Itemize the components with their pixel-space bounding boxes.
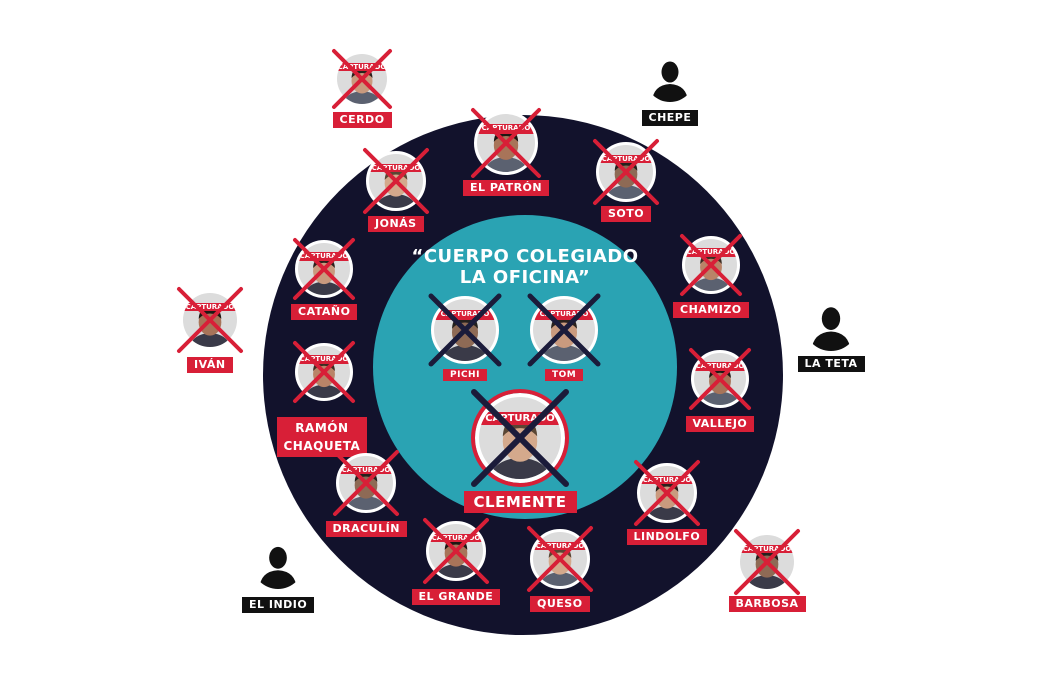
member-name-label: JONÁS [368, 216, 424, 232]
avatar [642, 49, 698, 105]
avatar: CAPTURADO [336, 453, 396, 513]
inner-circle-title: “CUERPO COLEGIADO LA OFICINA” [390, 246, 660, 288]
member-name-label: IVÁN [187, 357, 233, 373]
captured-tag: CAPTURADO [740, 544, 794, 554]
avatar [249, 534, 307, 592]
portrait-icon [533, 299, 595, 361]
avatar: CAPTURADO [431, 296, 499, 364]
portrait-icon [599, 145, 653, 199]
member-name-label: EL INDIO [242, 597, 315, 613]
captured-tag: CAPTURADO [434, 310, 496, 321]
member-name-label: DRACULÍN [325, 521, 407, 537]
member-name-label: TOM [545, 369, 584, 381]
member-name-label: LINDOLFO [626, 529, 708, 545]
avatar: CAPTURADO [530, 529, 590, 589]
member-name-line-1: RAMÓN [295, 421, 349, 435]
member-name-label: QUESO [530, 596, 590, 612]
silhouette-icon [259, 546, 297, 589]
portrait-icon [434, 299, 496, 361]
avatar: CAPTURADO [637, 463, 697, 523]
portrait-icon [298, 243, 350, 295]
captured-tag: CAPTURADO [183, 302, 237, 312]
portrait-icon [337, 54, 387, 104]
member-name-label: PICHI [443, 369, 487, 381]
captured-tag: CAPTURADO [599, 154, 653, 164]
captured-tag: CAPTURADO [533, 541, 587, 551]
member-name-label: CATAÑO [291, 304, 358, 320]
member-name-label: RAMÓN CHAQUETA [276, 417, 368, 457]
captured-tag: CAPTURADO [694, 362, 746, 371]
avatar: CAPTURADO [530, 296, 598, 364]
portrait-icon [429, 524, 483, 578]
captured-tag: CAPTURADO [298, 355, 350, 364]
member-name-label: CLEMENTE [463, 491, 577, 513]
captured-tag: CAPTURADO [533, 310, 595, 321]
portrait-icon [183, 293, 237, 347]
member-name-label: CHEPE [641, 110, 699, 126]
avatar: CAPTURADO [295, 343, 353, 401]
avatar: CAPTURADO [737, 532, 797, 592]
portrait-icon [740, 535, 794, 589]
avatar: CAPTURADO [474, 111, 538, 175]
member-name-label: LA TETA [797, 356, 865, 372]
captured-tag: CAPTURADO [685, 248, 737, 257]
portrait-icon [533, 532, 587, 586]
avatar: CAPTURADO [334, 51, 390, 107]
portrait-icon [694, 353, 746, 405]
avatar: CAPTURADO [475, 393, 565, 483]
member-name-label: SOTO [601, 206, 652, 222]
captured-tag: CAPTURADO [339, 465, 393, 475]
member-name-label: BARBOSA [728, 596, 806, 612]
inner-title-line-1: “CUERPO COLEGIADO [411, 246, 639, 267]
silhouette-icon [652, 61, 688, 102]
silhouette-icon [811, 307, 851, 351]
portrait-icon [477, 114, 535, 172]
portrait-icon [339, 456, 393, 510]
member-name-line-2: CHAQUETA [283, 439, 361, 453]
portrait-icon [369, 154, 423, 208]
avatar: CAPTURADO [180, 290, 240, 350]
member-name-label: VALLEJO [685, 416, 755, 432]
avatar: CAPTURADO [596, 142, 656, 202]
portrait-icon [298, 346, 350, 398]
portrait-icon [640, 466, 694, 520]
member-name-label: EL GRANDE [411, 589, 501, 605]
inner-title-line-2: LA OFICINA” [459, 267, 591, 288]
captured-tag: CAPTURADO [477, 124, 535, 134]
avatar: CAPTURADO [426, 521, 486, 581]
portrait-icon [479, 397, 561, 479]
captured-tag: CAPTURADO [640, 475, 694, 485]
member-name-label: CHAMIZO [673, 302, 749, 318]
portrait-icon [685, 239, 737, 291]
avatar: CAPTURADO [691, 350, 749, 408]
avatar: CAPTURADO [366, 151, 426, 211]
captured-tag: CAPTURADO [479, 411, 561, 425]
member-name-label: EL PATRÓN [463, 180, 550, 196]
member-name-label: CERDO [332, 112, 392, 128]
captured-tag: CAPTURADO [298, 252, 350, 261]
avatar: CAPTURADO [682, 236, 740, 294]
captured-tag: CAPTURADO [337, 63, 387, 71]
captured-tag: CAPTURADO [429, 533, 483, 543]
captured-tag: CAPTURADO [369, 163, 423, 173]
avatar [801, 294, 861, 354]
avatar: CAPTURADO [295, 240, 353, 298]
